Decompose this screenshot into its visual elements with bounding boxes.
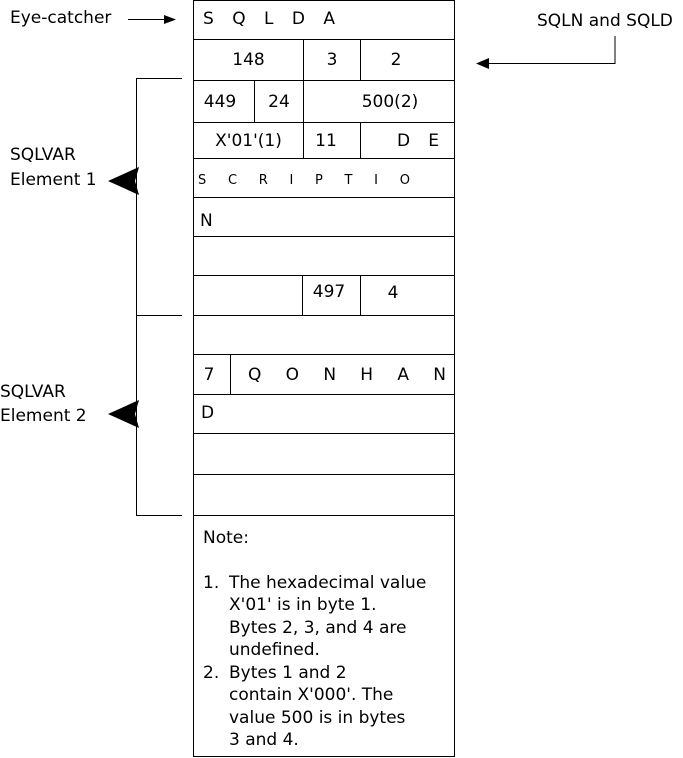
element2-label-line1: SQLVAR bbox=[0, 382, 66, 402]
note-line: contain X'000'. The bbox=[229, 685, 394, 705]
char-cell: L bbox=[263, 9, 274, 29]
char-cell: E bbox=[428, 131, 439, 151]
char-cell: I bbox=[289, 173, 294, 188]
note-title: Note: bbox=[203, 528, 249, 548]
sqlname-char-r6: N bbox=[200, 211, 213, 231]
sqlname-chars-r4: D E bbox=[397, 131, 439, 151]
char-cell: Q bbox=[232, 9, 246, 29]
char-cell: O bbox=[399, 173, 410, 188]
note-line: undefined. bbox=[229, 640, 320, 660]
char-cell: N bbox=[433, 365, 446, 385]
row-dividers bbox=[193, 39, 454, 516]
char-cell: A bbox=[323, 9, 335, 29]
sqlind-value: X'01'(1) bbox=[215, 130, 282, 151]
sqlda-outer-box bbox=[193, 0, 455, 757]
char-cell: P bbox=[314, 173, 323, 188]
note-block: Note: 1. The hexadecimal value X'01' is … bbox=[203, 527, 443, 752]
char-cell: H bbox=[360, 365, 374, 385]
element2-name-length-value: 7 bbox=[203, 364, 215, 385]
sqlname-chars-r5: S C R I P T I O bbox=[198, 173, 410, 188]
sqlname-length-value: 11 bbox=[315, 130, 337, 151]
sqldata-value: 500(2) bbox=[361, 91, 419, 112]
note-line: Bytes 2, 3, and 4 are bbox=[229, 617, 407, 638]
sqldabc-value: 148 bbox=[232, 50, 265, 70]
sqltype-value: 449 bbox=[203, 91, 237, 112]
char-cell: Q bbox=[248, 365, 262, 385]
sqllen-value: 24 bbox=[268, 91, 290, 112]
element2-arrow-icon bbox=[108, 400, 139, 428]
char-cell: T bbox=[344, 173, 353, 188]
char-cell: D bbox=[397, 131, 411, 151]
element2-sqllen-value: 4 bbox=[387, 283, 399, 303]
note-line: 3 and 4. bbox=[229, 730, 299, 750]
eye-catcher-label: Eye-catcher bbox=[10, 8, 112, 28]
note-item-1: 1. The hexadecimal value X'01' is in byt… bbox=[203, 572, 443, 662]
eye-catcher-arrow-icon bbox=[128, 15, 176, 24]
element1-label-line1: SQLVAR bbox=[10, 145, 76, 165]
char-cell: N bbox=[323, 365, 337, 385]
sqln-value: 3 bbox=[326, 50, 338, 70]
char-cell: O bbox=[285, 365, 300, 385]
sqld-value: 2 bbox=[390, 50, 402, 70]
element2-bracket bbox=[136, 315, 182, 516]
note-item-number: 1. bbox=[203, 572, 220, 593]
element1-arrow-icon bbox=[108, 167, 139, 195]
note-item-2: 2. Bytes 1 and 2 contain X'000'. The val… bbox=[203, 662, 443, 752]
char-cell: R bbox=[258, 173, 268, 188]
char-cell: C bbox=[227, 173, 238, 188]
char-cell: S bbox=[198, 173, 207, 188]
char-cell: I bbox=[374, 173, 378, 188]
char-cell: S bbox=[203, 9, 214, 29]
column-dividers bbox=[230, 40, 361, 394]
char-cell: D bbox=[291, 9, 305, 29]
element1-bracket bbox=[136, 78, 182, 316]
note-line: value 500 is in bytes bbox=[229, 707, 406, 728]
element2-sqltype-value: 497 bbox=[312, 282, 346, 302]
sqln-sqld-arrow-icon bbox=[476, 36, 616, 69]
note-line: Bytes 1 and 2 bbox=[229, 662, 347, 683]
element1-label-line2: Element 1 bbox=[10, 170, 97, 190]
eyecatcher-chars: S Q L D A bbox=[203, 9, 335, 29]
note-item-number: 2. bbox=[203, 662, 220, 683]
note-line: X'01' is in byte 1. bbox=[229, 595, 377, 615]
note-line: The hexadecimal value bbox=[229, 572, 427, 593]
char-cell: A bbox=[397, 365, 409, 385]
sqlname-char-r11: D bbox=[201, 403, 215, 423]
element2-label-line2: Element 2 bbox=[0, 406, 87, 426]
sqlname-chars-r10: Q O N H A N bbox=[248, 365, 446, 385]
sqln-sqld-label: SQLN and SQLD bbox=[537, 11, 673, 31]
